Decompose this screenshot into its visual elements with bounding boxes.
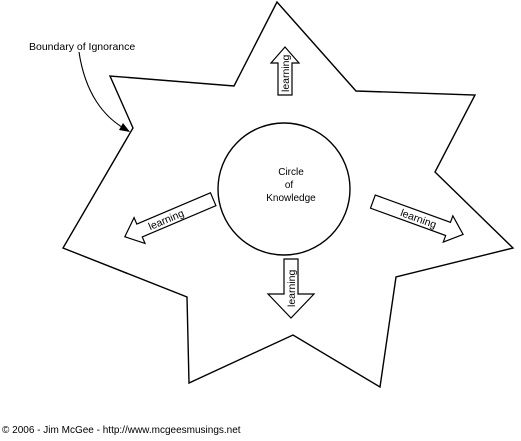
learning-arrow-up-label: learning [280, 54, 292, 92]
circle-label-line1: Circle [278, 167, 304, 178]
boundary-pointer-line [78, 51, 130, 132]
learning-arrow-up: learning [269, 46, 301, 96]
copyright-notice: © 2006 - Jim McGee - http://www.mcgeesmu… [2, 425, 241, 436]
learning-arrow-down-label: learning [286, 269, 298, 307]
circle-label-line2: of [285, 180, 294, 191]
circle-of-knowledge [217, 122, 351, 256]
boundary-pointer-arrowhead [119, 123, 130, 132]
learning-arrow-down: learning [266, 258, 316, 319]
boundary-of-ignorance-label: Boundary of Ignorance [29, 41, 135, 53]
circle-label-line3: Knowledge [266, 193, 316, 204]
